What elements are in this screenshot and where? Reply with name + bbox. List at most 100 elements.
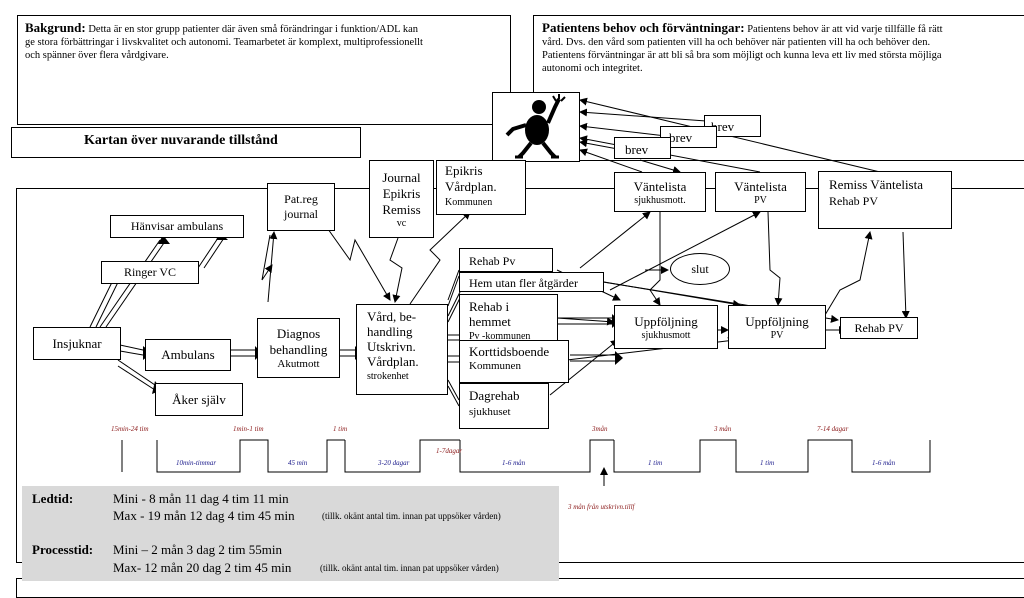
- time-label-bottom-3: 3-20 dagar: [378, 459, 410, 467]
- needs-text-1: Patientens behov är att vid varje tillfä…: [747, 24, 943, 35]
- diagnos-label-2: behandling: [269, 342, 328, 357]
- time-label-top-6: 3 mån: [714, 425, 732, 433]
- rehab-pv-top-label: Rehab Pv: [469, 254, 516, 268]
- remiss-label-1: Remiss Väntelista: [829, 177, 924, 192]
- patient-figure-box: [492, 92, 580, 162]
- hem-utan-label: Hem utan fler åtgärder: [469, 276, 578, 290]
- time-label-top-3: 1 tim: [333, 425, 348, 433]
- remiss-label-2: Rehab PV: [829, 194, 878, 208]
- vard-label-4: Vårdplan.: [367, 354, 419, 369]
- ringer-label: Ringer VC: [123, 265, 177, 279]
- uppf2-label-1: Uppföljning: [745, 313, 809, 329]
- node-dagrehab: Dagrehab sjukhuset: [459, 383, 549, 429]
- node-uppfoljning-pv: Uppföljning PV: [728, 305, 826, 349]
- needs-text-4: autonomi och integritet.: [542, 63, 643, 74]
- time-label-top-5: 3mån: [592, 425, 608, 433]
- patient-figure-icon: [505, 94, 566, 159]
- background-box: Bakgrund: Detta är en stor grupp patient…: [17, 15, 511, 125]
- node-ringer-vc: Ringer VC: [101, 261, 199, 284]
- insjuknar-label: Insjuknar: [52, 335, 102, 351]
- vard-label-2: handling: [367, 324, 413, 339]
- node-insjuknar: Insjuknar: [33, 327, 121, 360]
- patreg-label-1: Pat.reg: [284, 192, 318, 206]
- node-rehab-pv-top: Rehab Pv: [459, 248, 553, 272]
- background-text-1: Detta är en stor grupp patienter där äve…: [88, 24, 418, 35]
- time-label-bottom-5: 1 tim: [648, 459, 663, 467]
- ledtid-max: Max - 19 mån 12 dag 4 tim 45 min: [113, 508, 295, 523]
- time-label-top-4: 1-7dagar: [436, 447, 463, 455]
- time-label-bottom-7: 1-6 mån: [872, 459, 896, 467]
- brev-label-2: brev: [669, 130, 693, 145]
- vantelista1-label-2: sjukhusmott.: [634, 194, 686, 206]
- node-journal: Journal Epikris Remiss vc: [369, 160, 434, 238]
- node-ambulans: Ambulans: [145, 339, 231, 371]
- uppf1-label-1: Uppföljning: [634, 313, 698, 329]
- node-rehab-hemmet: Rehab i hemmet Pv -kommunen: [459, 294, 558, 342]
- node-remiss-vantelista: Remiss Väntelista Rehab PV: [818, 171, 952, 229]
- map-title: Kartan över nuvarande tillstånd: [84, 133, 278, 148]
- node-vantelista-sjukhus: Väntelista sjukhusmott.: [614, 172, 706, 212]
- journal-label-2: Epikris: [382, 185, 421, 201]
- epikris-label-2: Vårdplan.: [445, 179, 497, 194]
- diagnos-label-3: Akutmott: [277, 358, 320, 370]
- time-label-top-7: 7-14 dagar: [817, 425, 849, 433]
- hanvisar-label: Hänvisar ambulans: [130, 219, 224, 233]
- vard-label-5: strokenhet: [367, 371, 409, 382]
- journal-label-3: Remiss: [382, 201, 421, 217]
- vard-label-1: Vård, be-: [367, 309, 417, 324]
- needs-heading: Patientens behov och förväntningar:: [542, 20, 745, 35]
- journal-label-1: Journal: [382, 169, 421, 185]
- time-label-bottom-1: 10min-timmar: [176, 459, 217, 467]
- rehab-hemmet-label-1: Rehab i hemmet: [469, 299, 511, 329]
- time-label-bottom-2: 45 min: [288, 459, 308, 467]
- node-diagnos: Diagnos behandling Akutmott: [257, 318, 340, 378]
- vantelista1-label-1: Väntelista: [633, 178, 687, 194]
- korttid-label-1: Korttidsboende: [469, 344, 550, 359]
- background-text-3: och spänner över flera vårdgivare.: [25, 50, 169, 61]
- node-rehab-pv-right: Rehab PV: [840, 317, 918, 339]
- needs-text-2: vård. Dvs. den vård som patienten vill h…: [542, 37, 931, 48]
- node-korttidsboende: Korttidsboende Kommunen: [459, 340, 569, 383]
- process-max: Max- 12 mån 20 dag 2 tim 45 min: [113, 560, 292, 575]
- node-hem-utan: Hem utan fler åtgärder: [459, 272, 604, 292]
- brev-label-1: brev: [625, 142, 649, 157]
- process-mini: Mini – 2 mån 3 dag 2 tim 55min: [113, 542, 282, 557]
- uppf1-label-2: sjukhusmott: [641, 329, 691, 341]
- journal-label-4: vc: [396, 217, 407, 229]
- aker-sjalv-label: Åker själv: [172, 391, 226, 407]
- node-patreg: Pat.reg journal: [267, 183, 335, 231]
- brev-box-2: brev: [660, 126, 717, 148]
- vantelista2-label-2: PV: [754, 194, 767, 206]
- ledtid-label: Ledtid:: [32, 491, 74, 506]
- epikris-label-3: Kommunen: [445, 197, 493, 208]
- time-note: 3 mån från utskrivn.tillf: [568, 503, 635, 511]
- korttid-label-2: Kommunen: [469, 360, 521, 372]
- ledtid-max-note: (tillk. okänt antal tim. innan pat uppsö…: [322, 511, 501, 521]
- node-slut: slut: [670, 253, 730, 285]
- background-text-2: ge stora förbättringar i livskvalitet oc…: [25, 37, 423, 48]
- uppf2-label-2: PV: [770, 329, 784, 341]
- time-label-bottom-4: 1-6 mån: [502, 459, 526, 467]
- node-uppfoljning-sjukhus: Uppföljning sjukhusmott: [614, 305, 718, 349]
- ambulans-label: Ambulans: [161, 347, 215, 362]
- node-vantelista-pv: Väntelista PV: [715, 172, 806, 212]
- summary-panel: Ledtid: Mini - 8 mån 11 dag 4 tim 11 min…: [22, 486, 559, 581]
- vard-label-3: Utskrivn.: [367, 339, 416, 354]
- diagnos-label-1: Diagnos: [276, 326, 321, 341]
- node-aker-sjalv: Åker själv: [155, 383, 243, 416]
- patient-needs-box: Patientens behov och förväntningar: Pati…: [533, 15, 1024, 161]
- node-hanvisar-ambulans: Hänvisar ambulans: [110, 215, 244, 238]
- map-title-box: Kartan över nuvarande tillstånd: [11, 127, 361, 158]
- background-heading: Bakgrund:: [25, 20, 86, 35]
- node-epikris: Epikris Vårdplan. Kommunen: [436, 160, 526, 215]
- time-label-bottom-6: 1 tim: [760, 459, 775, 467]
- rehab-pv-right-label: Rehab PV: [854, 320, 904, 335]
- epikris-label-1: Epikris: [445, 163, 483, 178]
- time-label-top-2: 1min-1 tim: [233, 425, 264, 433]
- patreg-label-2: journal: [284, 207, 318, 221]
- rehab-hemmet-label-2: Pv -kommunen: [469, 331, 531, 342]
- ledtid-mini: Mini - 8 mån 11 dag 4 tim 11 min: [113, 491, 289, 506]
- vantelista2-label-1: Väntelista: [734, 178, 787, 194]
- process-max-note: (tillk. okänt antal tim. innan pat uppsö…: [320, 563, 499, 573]
- dagrehab-label-2: sjukhuset: [469, 406, 511, 418]
